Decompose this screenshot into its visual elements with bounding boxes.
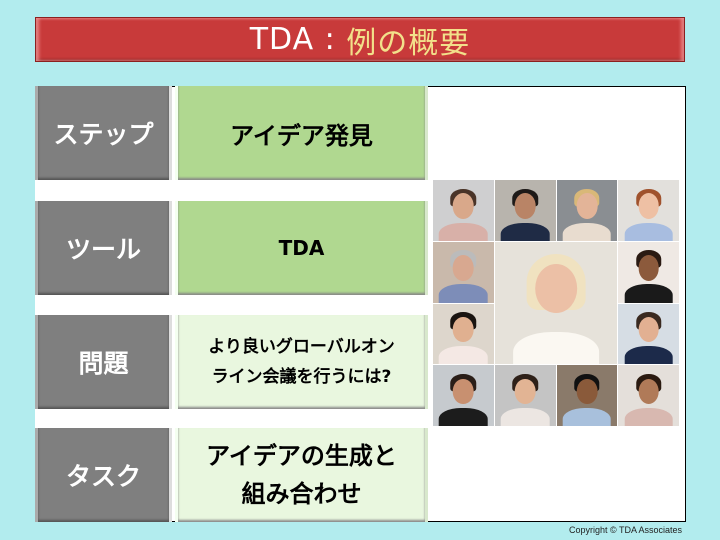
participant-tile — [433, 303, 494, 365]
participant-tile — [494, 180, 556, 241]
copyright-text: Copyright © TDA Associates — [568, 525, 682, 535]
row-value: アイデア発見 — [175, 86, 428, 180]
row-label: ステップ — [35, 86, 172, 180]
participant-tile — [618, 241, 679, 303]
participant-tile-featured — [494, 241, 618, 365]
participant-tile — [433, 180, 494, 241]
title-main: 例の概要 — [346, 25, 471, 61]
row-value: アイデアの生成と 組み合わせ — [175, 428, 428, 522]
row-value-line: アイデアの生成と — [206, 442, 397, 470]
row-label: タスク — [35, 428, 172, 522]
participant-tile — [618, 180, 679, 241]
row-tool: ツール TDA — [35, 201, 428, 295]
row-value-line: より良いグローバルオン — [208, 337, 395, 357]
row-value-line: 組み合わせ — [241, 480, 362, 508]
row-task: タスク アイデアの生成と 組み合わせ — [35, 428, 428, 522]
participant-tile — [494, 365, 556, 426]
slide-title: TDA : 例の概要 — [35, 17, 685, 62]
row-label: 問題 — [35, 315, 172, 409]
row-value: TDA — [175, 201, 428, 295]
participant-tile — [433, 365, 494, 426]
title-separator: : — [314, 22, 347, 57]
row-label: ツール — [35, 201, 172, 295]
participant-tile — [556, 180, 618, 241]
participant-tile — [433, 241, 494, 303]
participant-tile — [618, 365, 679, 426]
video-conference-photo — [433, 180, 679, 426]
participant-tile — [618, 303, 679, 365]
row-value-line: ライン会議を行うには? — [211, 367, 392, 387]
participant-tile — [556, 365, 618, 426]
row-step: ステップ アイデア発見 — [35, 86, 428, 180]
title-prefix: TDA — [249, 22, 315, 57]
row-problem: 問題 より良いグローバルオン ライン会議を行うには? — [35, 315, 428, 409]
row-value: より良いグローバルオン ライン会議を行うには? — [175, 315, 428, 409]
